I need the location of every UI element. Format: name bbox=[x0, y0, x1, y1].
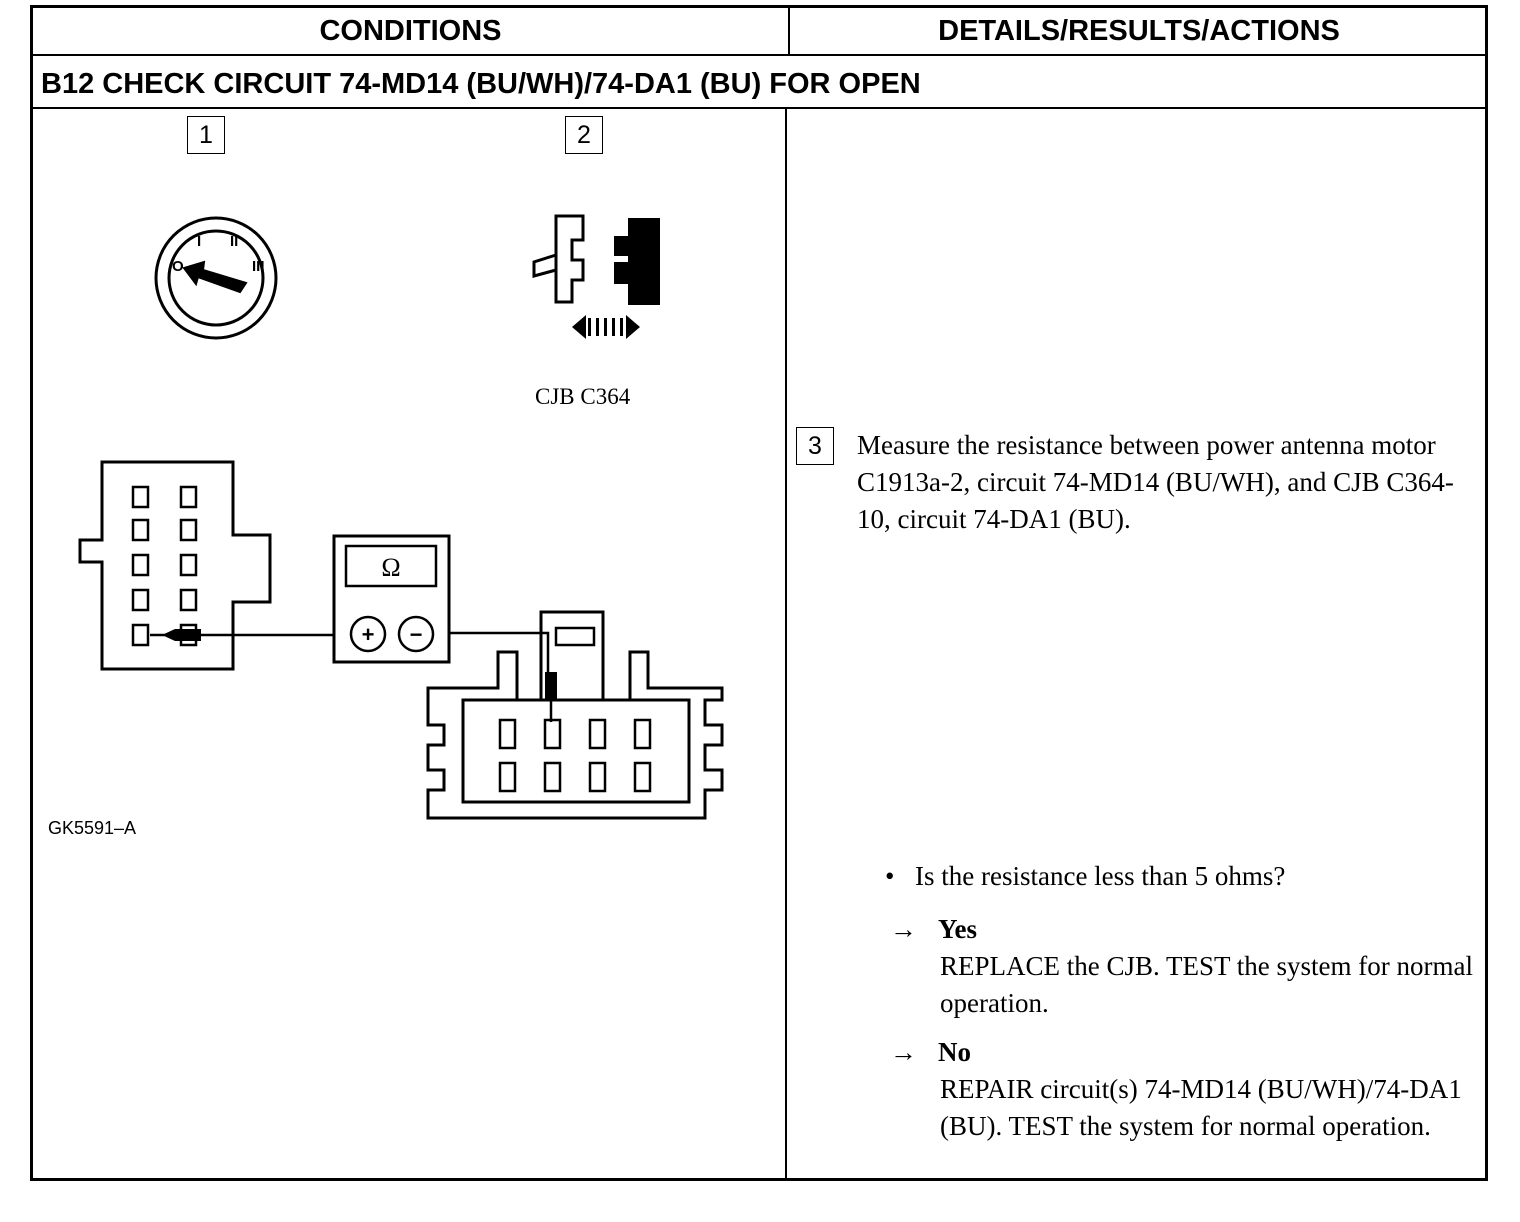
title-divider bbox=[33, 107, 1485, 109]
details-header: DETAILS/RESULTS/ACTIONS bbox=[938, 14, 1340, 47]
yes-action-text: REPLACE the CJB. TEST the system for nor… bbox=[940, 951, 1473, 1018]
ignition-position-2: II bbox=[230, 233, 238, 250]
ignition-position-3: III bbox=[252, 258, 265, 275]
ohm-symbol: Ω bbox=[381, 553, 400, 582]
result-yes: → Yes REPLACE the CJB. TEST the system fo… bbox=[890, 911, 1480, 1022]
diagnostic-table: CONDITIONS DETAILS/RESULTS/ACTIONS B12 C… bbox=[30, 5, 1488, 1181]
question-bullet: • bbox=[885, 861, 895, 891]
no-action-text: REPAIR circuit(s) 74-MD14 (BU/WH)/74-DA1… bbox=[940, 1074, 1462, 1141]
header-column-divider bbox=[788, 8, 790, 54]
measure-instruction: Measure the resistance between power ant… bbox=[857, 430, 1454, 534]
question-text: Is the resistance less than 5 ohms? bbox=[915, 861, 1286, 891]
body-column-divider bbox=[785, 108, 787, 1181]
ignition-switch-icon bbox=[154, 216, 278, 340]
conditions-header: CONDITIONS bbox=[319, 14, 502, 47]
negative-test-lead bbox=[432, 631, 550, 680]
figure-id: GK5591–A bbox=[48, 818, 137, 838]
ignition-position-1: I bbox=[197, 233, 201, 250]
step-1-box: 1 bbox=[187, 116, 225, 154]
meter-minus-terminal: − bbox=[410, 622, 423, 647]
ohmmeter-icon bbox=[332, 534, 451, 664]
ignition-position-off: O bbox=[172, 258, 184, 275]
result-no: → No REPAIR circuit(s) 74-MD14 (BU/WH)/74… bbox=[890, 1034, 1480, 1145]
meter-plus-terminal: + bbox=[362, 622, 375, 647]
question: • Is the resistance less than 5 ohms? bbox=[885, 858, 1285, 895]
no-label: No bbox=[938, 1037, 971, 1067]
yes-label: Yes bbox=[938, 914, 977, 944]
disconnect-connector-icon bbox=[532, 214, 660, 339]
step-2-box: 2 bbox=[565, 116, 603, 154]
cjb-c364-connector bbox=[78, 460, 272, 671]
cjb-connector-label: CJB C364 bbox=[535, 384, 631, 409]
no-arrow-icon: → bbox=[890, 1037, 917, 1067]
test-step-title: B12 CHECK CIRCUIT 74-MD14 (BU/WH)/74-DA1… bbox=[41, 67, 921, 100]
yes-arrow-icon: → bbox=[890, 914, 917, 944]
antenna-motor-connector bbox=[426, 610, 724, 820]
header-divider bbox=[33, 54, 1485, 56]
step-3-box: 3 bbox=[796, 427, 834, 465]
